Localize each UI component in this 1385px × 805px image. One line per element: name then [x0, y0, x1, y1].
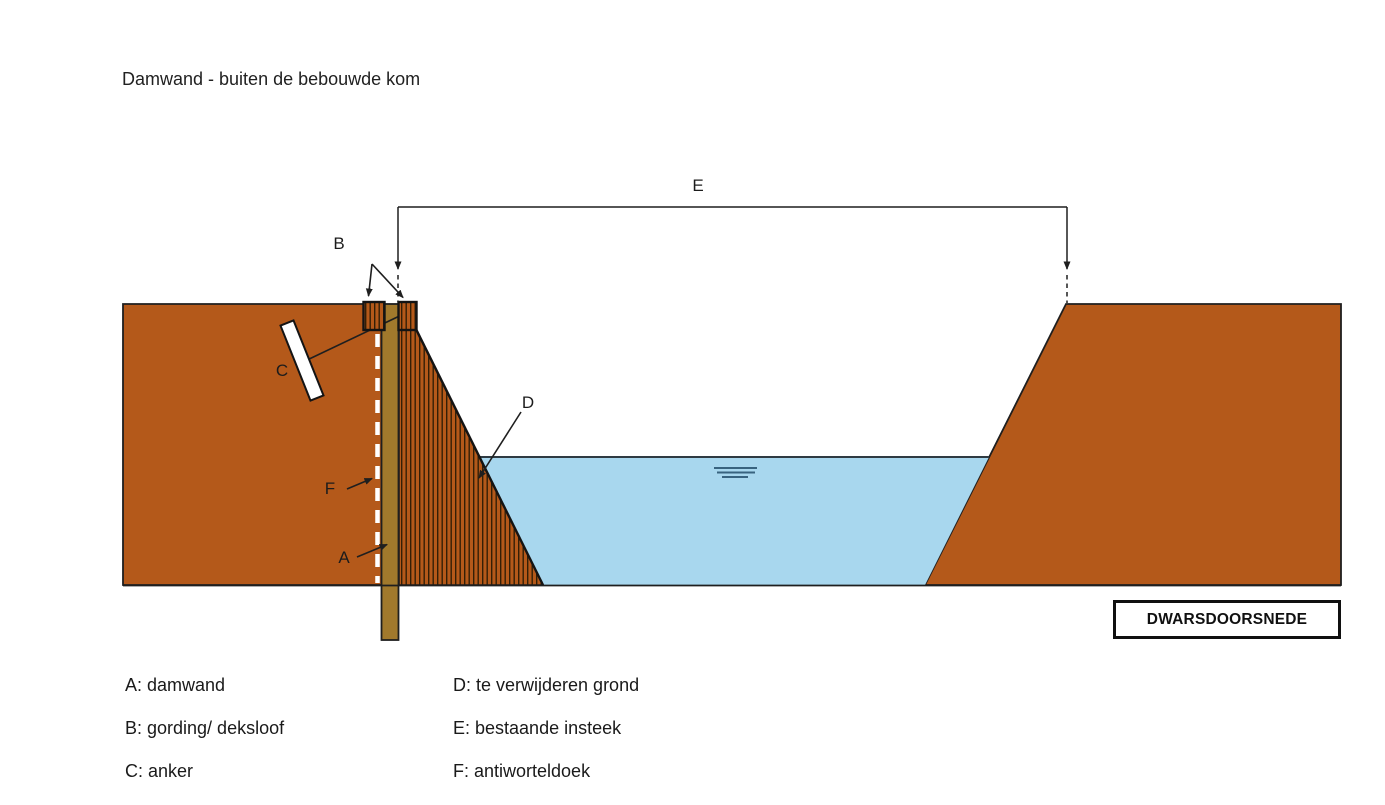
- excavation-slope-edge: [414, 328, 545, 586]
- legend-item-e: E: bestaande insteek: [453, 718, 622, 738]
- left-soil-mass: [122, 303, 385, 586]
- waling-block-left: [362, 300, 386, 332]
- right-soil-mass: [923, 303, 1342, 586]
- legend-item-d: D: te verwijderen grond: [453, 675, 640, 695]
- label-e: E: [692, 176, 704, 195]
- anchor-plate: [279, 319, 325, 402]
- page-title: Damwand - buiten de bebouwde kom: [122, 69, 421, 89]
- water-level-symbol: [714, 467, 757, 478]
- sheet-pile-wall: [380, 303, 400, 641]
- label-d-arrow: [478, 411, 522, 479]
- section-caption-text: DWARSDOORSNEDE: [1146, 610, 1308, 628]
- section-caption-box: DWARSDOORSNEDE: [1113, 600, 1341, 639]
- label-b-arrow-left: [365, 263, 373, 297]
- label-f: F: [324, 479, 336, 498]
- legend-item-b: B: gording/ deksloof: [125, 718, 285, 738]
- water-body: [480, 457, 989, 585]
- label-b: B: [333, 234, 345, 253]
- label-a-arrow: [356, 543, 388, 558]
- label-f-arrow: [346, 477, 373, 490]
- label-d: D: [521, 393, 535, 412]
- anchor-rod-line: [304, 310, 411, 362]
- waling-block-right: [397, 300, 418, 332]
- legend-item-f: F: antiworteldoek: [453, 761, 591, 781]
- label-a: A: [338, 548, 350, 567]
- legend-item-c: C: anker: [125, 761, 194, 781]
- label-c: C: [275, 361, 289, 380]
- legend-item-a: A: damwand: [125, 675, 226, 695]
- label-b-arrow-right: [371, 263, 404, 299]
